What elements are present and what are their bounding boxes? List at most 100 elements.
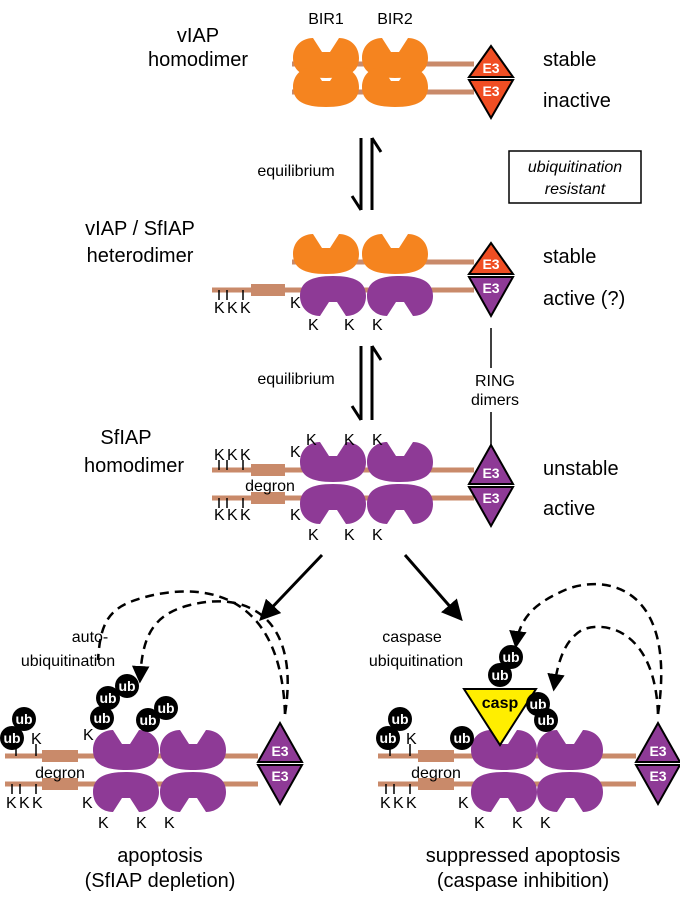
resistant-line1: ubiquitination: [528, 159, 622, 176]
lysine-label: K: [290, 444, 301, 461]
sfiap-bir2-domain: [160, 730, 226, 770]
lysine-label: K: [227, 507, 238, 524]
ubiquitin-bead: [388, 707, 412, 731]
e3-ring-triangle: [467, 241, 515, 275]
lysine-label: K: [214, 507, 225, 524]
sfiap-bir1-domain: [93, 772, 159, 812]
lysine-ticks: [218, 290, 244, 300]
lysine-label: K: [458, 795, 469, 812]
sfiap-bir1-domain: [93, 730, 159, 770]
ring-label-line1: RING: [475, 373, 515, 390]
e3-label: E3: [482, 490, 499, 506]
ub-label: ub: [379, 730, 396, 746]
caspase-ubiquitination-panel: caspase ubiquitination degron K K K K K …: [369, 582, 680, 892]
lysine-label: K: [19, 795, 30, 812]
state-active-question: active (?): [543, 288, 625, 310]
outcome-line1: suppressed apoptosis: [426, 845, 621, 867]
lysine-label: K: [344, 317, 355, 334]
bir1-label: BIR1: [308, 11, 344, 28]
hetero-title-line1: vIAP / SfIAP: [85, 218, 195, 240]
degron-block: [251, 492, 285, 504]
e3-label: E3: [271, 743, 288, 759]
state-inactive: inactive: [543, 90, 611, 112]
sfiap-bir2-domain: [537, 772, 603, 812]
lysine-label: K: [214, 300, 225, 317]
ub-label: ub: [529, 696, 546, 712]
ub-label: ub: [391, 711, 408, 727]
lysine-ticks: [218, 460, 244, 508]
ub-label: ub: [118, 678, 135, 694]
ub-label: ub: [139, 712, 156, 728]
e3-ring-triangle: [634, 764, 680, 807]
ubiquitin-bead: [499, 645, 523, 669]
equilibrium-label: equilibrium: [257, 371, 334, 388]
lysine-label: K: [344, 432, 355, 449]
lysine-label: K: [240, 447, 251, 464]
lysine-label: K: [406, 795, 417, 812]
viap-homodimer: vIAP homodimer BIR1 BIR2 E3 E3 stable in…: [148, 11, 611, 120]
degron-block: [418, 750, 454, 762]
outcome-line2: (caspase inhibition): [437, 870, 609, 892]
lysine-label: K: [512, 815, 523, 832]
lysine-label: K: [83, 727, 94, 744]
lysine-label: K: [380, 795, 391, 812]
arrow-to-suppressed-apoptosis: [403, 554, 463, 622]
e3-ring-triangle: [634, 720, 680, 763]
sfiap-bir1-domain: [300, 484, 366, 524]
e3-label: E3: [649, 768, 666, 784]
sfiap-bir2-domain: [367, 484, 433, 524]
equilibrium-arrows: equilibrium: [257, 137, 383, 211]
lysine-label: K: [31, 731, 42, 748]
degron-label: degron: [35, 765, 85, 782]
state-stable: stable: [543, 246, 596, 268]
auto-ub-caption-line2: ubiquitination: [21, 653, 115, 670]
ubiquitin-bead: [154, 696, 178, 720]
ubiquitin-bead: [450, 726, 474, 750]
bir2-label: BIR2: [377, 11, 413, 28]
arrow-to-apoptosis: [259, 553, 324, 622]
lysine-label: K: [82, 795, 93, 812]
ubiquitin-bead: [96, 686, 120, 710]
dashed-arrow-ub-transfer: [509, 582, 663, 715]
lysine-label: K: [393, 795, 404, 812]
sfiap-bir1-domain: [300, 276, 366, 316]
lysine-label: K: [227, 300, 238, 317]
state-unstable: unstable: [543, 458, 619, 480]
ubiquitin-bead: [115, 674, 139, 698]
state-stable: stable: [543, 49, 596, 71]
lysine-label: K: [240, 300, 251, 317]
ubiquitination-resistant-box: ubiquitination resistant: [508, 150, 642, 204]
degron-block: [42, 750, 78, 762]
outcome-line1: apoptosis: [117, 845, 203, 867]
ub-label: ub: [3, 730, 20, 746]
ubiquitin-bead: [136, 708, 160, 732]
lysine-label: K: [344, 527, 355, 544]
e3-label: E3: [482, 280, 499, 296]
sfiap-bir2-domain: [537, 730, 603, 770]
arrow-down-head: [350, 405, 363, 421]
bir2-domain: [362, 234, 428, 274]
e3-ring-triangle: [467, 276, 515, 319]
arrow-up-head: [370, 137, 383, 153]
ub-label: ub: [491, 667, 508, 683]
ub-label: ub: [93, 710, 110, 726]
e3-ring-triangle: [467, 79, 515, 120]
lysine-label: K: [98, 815, 109, 832]
sfiap-homodimer: SfIAP homodimer degron K K K K K K K K K…: [84, 427, 619, 544]
lysine-label: K: [372, 432, 383, 449]
ub-label: ub: [157, 700, 174, 716]
degron-block: [418, 778, 454, 790]
dashed-arrow-ub-transfer: [131, 600, 289, 715]
e3-label: E3: [482, 83, 499, 99]
degron-label: degron: [411, 765, 461, 782]
state-active: active: [543, 498, 595, 520]
lysine-label: K: [308, 317, 319, 334]
dashed-arrow-ub-transfer: [547, 625, 660, 715]
lysine-label: K: [240, 507, 251, 524]
casp-ub-caption-line1: caspase: [382, 629, 442, 646]
lysine-label: K: [372, 317, 383, 334]
degron-block: [251, 464, 285, 476]
resistant-box-frame: [508, 150, 642, 204]
lysine-label: K: [290, 295, 301, 312]
ub-label: ub: [537, 712, 554, 728]
